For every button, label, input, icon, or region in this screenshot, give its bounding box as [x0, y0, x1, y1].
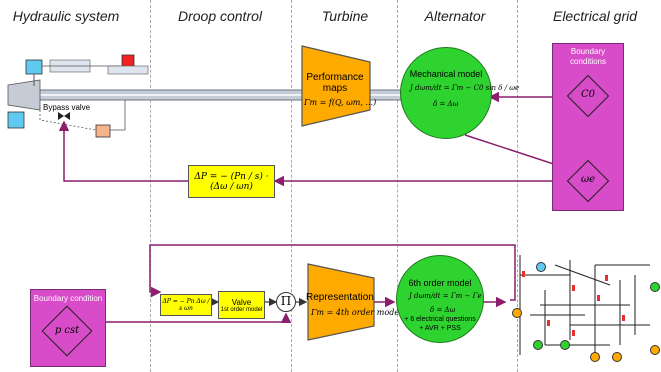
generator-node-icon [590, 352, 600, 362]
column-title-hydraulic: Hydraulic system [12, 8, 120, 24]
column-divider [517, 0, 518, 372]
boundary-condition-title: Boundary condition [33, 294, 103, 303]
valve-box: Valve 1st order model [218, 291, 265, 319]
droop-top-box: ΔP = − (Pn / s) · (Δω / ωn) [188, 165, 275, 198]
generator-node-icon [512, 308, 522, 318]
valve-subtitle: 1st order model [220, 306, 263, 313]
alternator-bottom-title: 6th order model [408, 278, 472, 288]
column-title-grid: Electrical grid [552, 8, 638, 24]
arrow-pcst-to-pi [105, 312, 292, 323]
column-divider [397, 0, 398, 372]
we-label: ωe [580, 174, 596, 185]
alternator-bottom [396, 255, 484, 343]
alternator-bottom-eq2: δ̇ = Δω [430, 306, 456, 314]
generator-node-icon [612, 352, 622, 362]
turbine-bottom-equation: Γm = 4th order model [311, 308, 402, 317]
generator-node-icon [560, 340, 570, 350]
grid-boundary-title: Boundary conditions [569, 47, 607, 66]
bypass-valve-label: Bypass valve [41, 103, 93, 112]
generator-node-icon [650, 345, 660, 355]
alternator-top [400, 47, 492, 139]
generator-node-icon [536, 262, 546, 272]
turbine-top [301, 45, 371, 127]
alternator-top-eq1: J dωm/dt = Γm − C0 sin δ / ωe [410, 84, 520, 92]
droop-bottom-equation: ΔP = − Pn Δω / s ωn [162, 298, 210, 312]
pcst-label: p cst [54, 325, 80, 336]
column-title-turbine: Turbine [321, 8, 369, 24]
grid-network-diagram [519, 255, 650, 355]
hydraulic-pipeline [7, 54, 416, 138]
turbine-bottom [307, 263, 375, 341]
column-title-alternator: Alternator [424, 8, 486, 24]
valve-title: Valve [231, 297, 252, 307]
column-divider [291, 0, 292, 372]
generator-node-icon [650, 282, 660, 292]
arrow-droop-to-valve [58, 120, 188, 182]
generator-node-icon [533, 340, 543, 350]
droop-bottom-box: ΔP = − Pn Δω / s ωn [160, 294, 212, 316]
column-divider [150, 0, 151, 372]
alternator-bottom-note2: + AVR + PSS [419, 325, 461, 332]
alternator-bottom-note1: + 6 electrical questions [404, 316, 476, 323]
droop-top-equation: ΔP = − (Pn / s) · (Δω / ωn) [194, 171, 269, 192]
turbine-bottom-title: Representation [306, 292, 374, 303]
alternator-top-title: Mechanical model [409, 69, 483, 79]
turbine-top-title: Performance maps [306, 72, 364, 94]
alternator-top-eq2: δ̇ = Δω [433, 100, 459, 108]
alternator-bottom-eq1: J dωm/dt = Γm − Γe [409, 292, 482, 300]
multiplier-pi: Π [276, 292, 296, 312]
arrow-grid-to-droop [149, 244, 516, 301]
c0-label: C0 [580, 89, 595, 100]
turbine-top-equation: Γm = f(Q, ωm, ...) [304, 98, 377, 107]
column-title-droop: Droop control [177, 8, 263, 24]
